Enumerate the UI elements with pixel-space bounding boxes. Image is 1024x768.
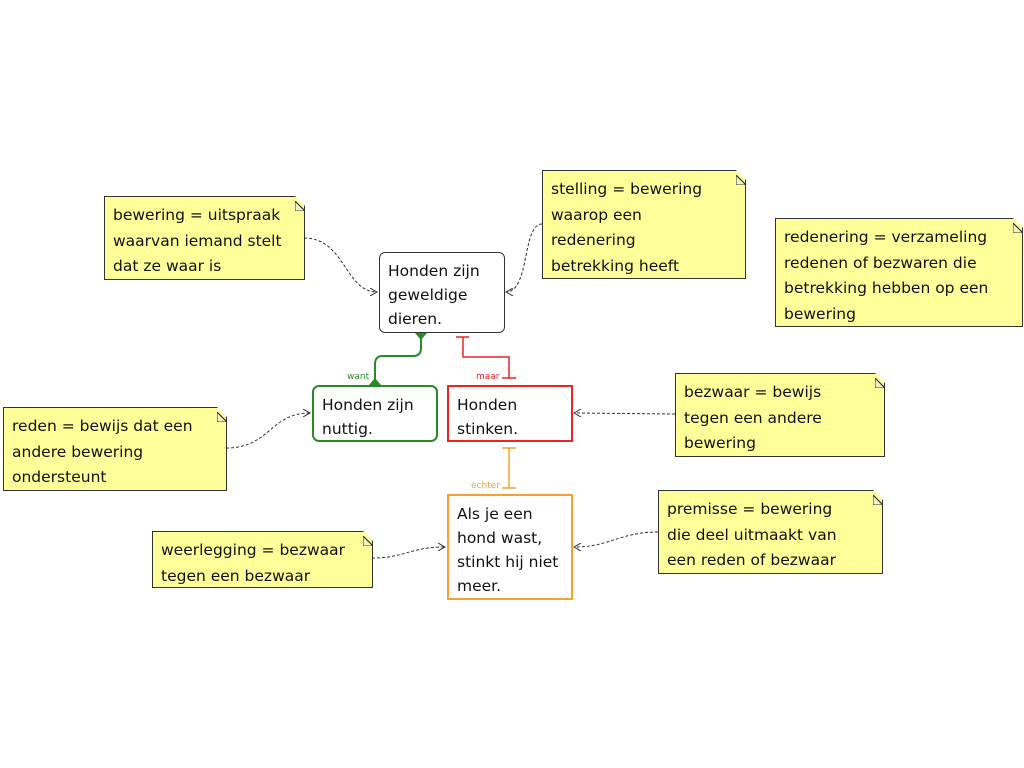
note-fold-corner xyxy=(872,490,885,506)
link-label-want: want xyxy=(347,372,370,382)
note-weerlegging[interactable]: weerlegging = bezwaar tegen een bezwaar xyxy=(152,531,373,588)
note-fold-corner xyxy=(216,407,229,423)
link-want xyxy=(374,333,422,384)
connector-reden xyxy=(225,413,310,449)
link-label-echter: echter xyxy=(471,481,500,491)
note-redenering[interactable]: redenering = verzameling redenen of bezw… xyxy=(775,218,1023,327)
note-fold-corner xyxy=(294,196,307,212)
note-fold-corner xyxy=(362,531,375,547)
connector-bezwaar xyxy=(574,413,676,414)
note-reden[interactable]: reden = bewijs dat een andere bewering o… xyxy=(3,407,227,491)
note-fold-corner xyxy=(874,373,887,389)
note-stelling[interactable]: stelling = bewering waarop een redenerin… xyxy=(542,170,746,279)
note-bezwaar[interactable]: bezwaar = bewijs tegen een andere beweri… xyxy=(675,373,885,457)
connector-premisse xyxy=(574,531,659,547)
link-maar xyxy=(456,336,516,379)
connector-stelling xyxy=(506,223,543,292)
note-fold-corner xyxy=(735,170,748,186)
connector-bewering xyxy=(303,237,377,292)
note-fold-corner xyxy=(1012,218,1024,234)
claim-main[interactable]: Honden zijn geweldige dieren. xyxy=(379,252,505,333)
note-bewering[interactable]: bewering = uitspraak waarvan iemand stel… xyxy=(104,196,305,280)
connector-weerlegging xyxy=(371,547,445,559)
claim-rebuttal[interactable]: Als je een hond wast, stinkt hij niet me… xyxy=(447,494,573,600)
claim-reason[interactable]: Honden zijn nuttig. xyxy=(312,385,438,442)
claim-objection[interactable]: Honden stinken. xyxy=(447,385,573,442)
note-premisse[interactable]: premisse = bewering die deel uitmaakt va… xyxy=(658,490,883,574)
link-label-maar: maar xyxy=(476,372,500,382)
link-echter xyxy=(502,447,516,489)
